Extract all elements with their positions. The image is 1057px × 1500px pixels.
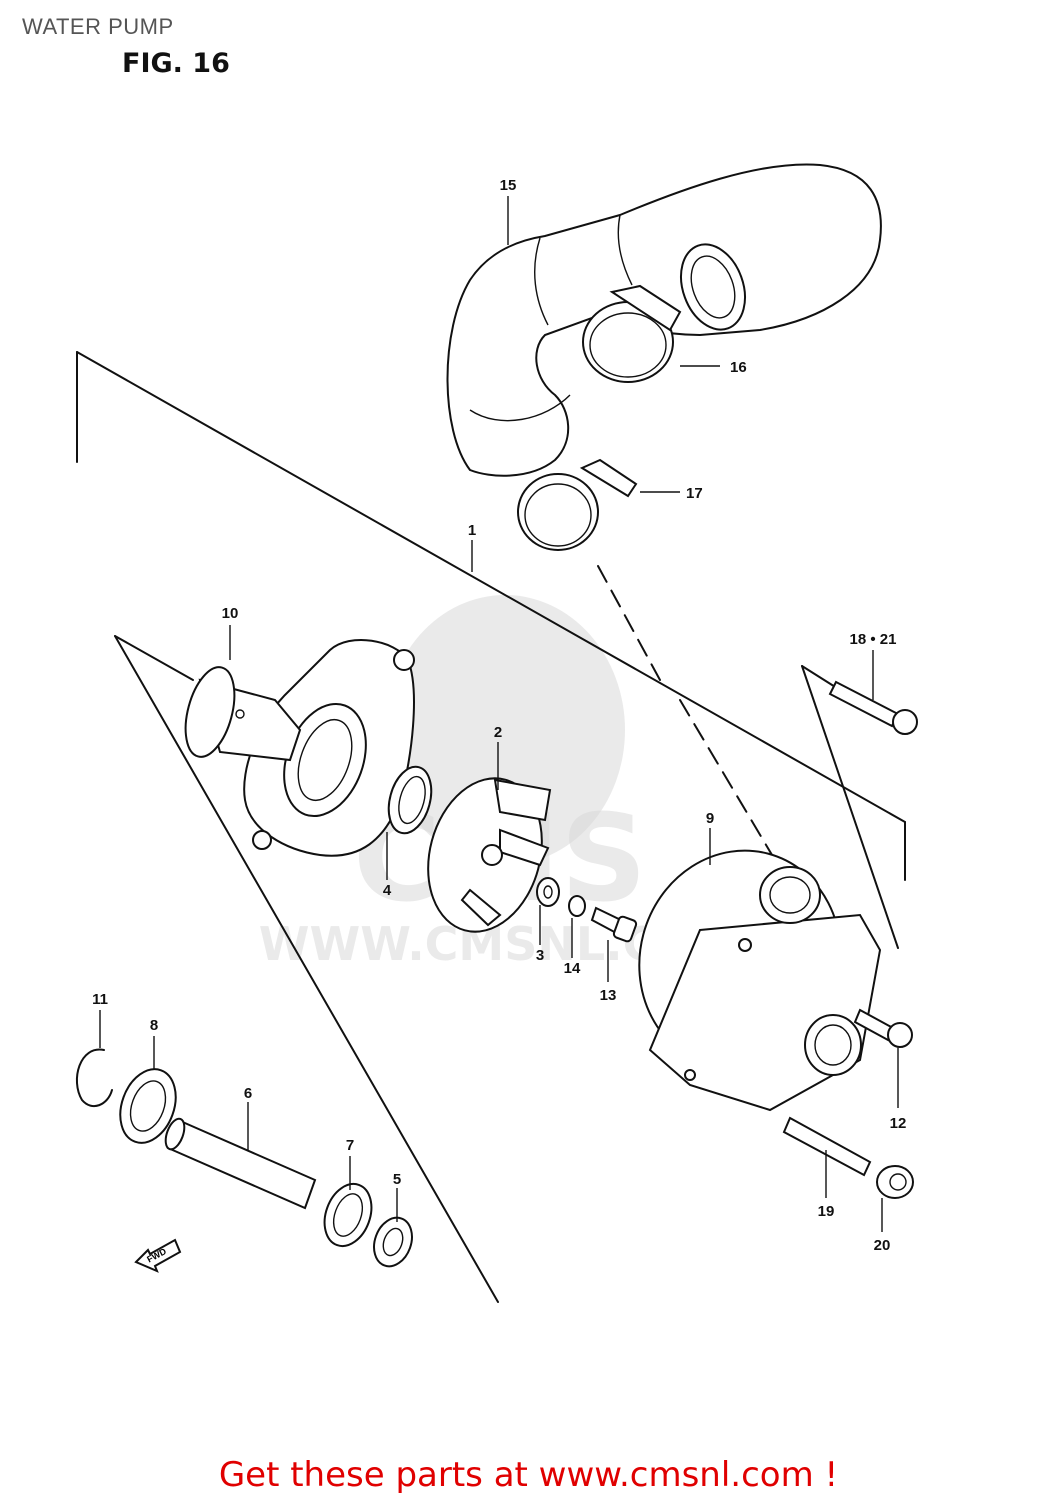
callout-12: 12 <box>890 1115 907 1132</box>
o-ring-10[interactable] <box>177 662 302 762</box>
callout-9: 9 <box>706 810 714 827</box>
washer-14[interactable] <box>568 895 586 917</box>
assembly-outline <box>76 351 906 1303</box>
pump-body-flange[interactable] <box>243 638 415 857</box>
exploded-parts-diagram: CMS WWW.CMSNL.COM <box>75 163 918 1303</box>
callout-1: 1 <box>468 522 476 539</box>
stud-19[interactable] <box>782 1116 872 1177</box>
bolt-18-21[interactable] <box>828 680 918 735</box>
hose-clamp-17[interactable] <box>517 458 638 551</box>
pump-shaft-6[interactable] <box>162 1116 317 1210</box>
callout-2: 2 <box>494 724 502 741</box>
callout-15: 15 <box>500 177 517 194</box>
callout-4: 4 <box>383 882 392 899</box>
callout-17: 17 <box>686 485 703 502</box>
bolt-12[interactable] <box>853 1008 913 1048</box>
callout-13: 13 <box>600 987 617 1004</box>
bearing-7[interactable] <box>316 1177 379 1252</box>
oil-seal-5[interactable] <box>368 1212 419 1271</box>
callout-20: 20 <box>874 1237 891 1254</box>
washer-3[interactable] <box>536 877 560 907</box>
circlip-11[interactable] <box>75 1048 113 1108</box>
footer-link-text[interactable]: Get these parts at www.cmsnl.com ! <box>218 1455 839 1495</box>
bearing-8[interactable] <box>111 1061 186 1150</box>
page-title: WATER PUMP <box>22 14 174 39</box>
impeller-2[interactable] <box>412 765 559 944</box>
callout-11: 11 <box>92 991 108 1008</box>
figure-label: FIG. 16 <box>122 48 230 79</box>
callout-10: 10 <box>222 605 239 622</box>
pump-cover-9[interactable] <box>615 828 882 1112</box>
forward-arrow-icon: FWD <box>134 1238 182 1273</box>
leader-lines <box>99 196 899 1232</box>
callout-18-21: 18 • 21 <box>850 631 897 648</box>
callout-19: 19 <box>818 1203 835 1220</box>
nut-20[interactable] <box>876 1165 914 1199</box>
hose-clamp-16[interactable] <box>582 284 682 383</box>
callout-6: 6 <box>244 1085 252 1102</box>
callout-16: 16 <box>730 359 747 376</box>
callout-8: 8 <box>150 1017 158 1034</box>
callout-7: 7 <box>346 1137 354 1154</box>
callout-5: 5 <box>393 1171 401 1188</box>
callout-3: 3 <box>536 947 544 964</box>
callouts: 15 16 17 1 10 18 • 21 2 9 4 3 14 13 11 8… <box>92 177 906 1254</box>
callout-14: 14 <box>564 960 581 977</box>
mechanical-seal-4[interactable] <box>382 762 438 838</box>
bolt-13[interactable] <box>590 906 638 943</box>
